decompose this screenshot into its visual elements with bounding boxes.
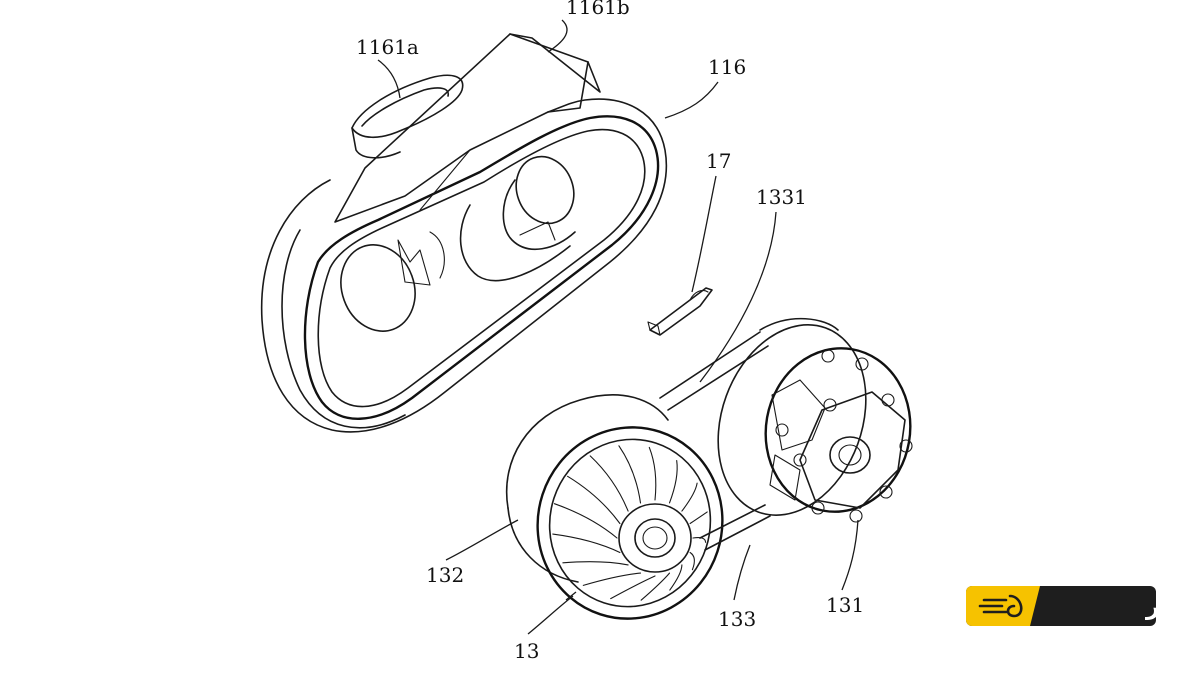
label-116: 116 <box>708 55 746 79</box>
bolt <box>879 485 893 499</box>
leader-lines <box>377 19 859 635</box>
spoke <box>689 511 708 525</box>
label-133: 133 <box>718 607 756 631</box>
spoke <box>681 482 698 512</box>
label-1161a: 1161a <box>356 35 419 59</box>
spoke <box>562 561 629 566</box>
bolt <box>823 398 837 412</box>
pulley-spokes <box>552 445 708 601</box>
spoke <box>669 564 683 591</box>
spoke <box>692 537 707 543</box>
logo-emblem-icon <box>978 594 1023 618</box>
pulley-bolts <box>775 349 913 523</box>
spoke <box>618 445 642 504</box>
spoke <box>689 551 695 571</box>
label-1161b: 1161b <box>566 0 630 19</box>
label-132: 132 <box>426 563 464 587</box>
drive-pulley-131 <box>717 317 913 523</box>
spoke <box>668 460 678 504</box>
spoke <box>553 503 618 539</box>
driven-pulley-132 <box>505 394 724 620</box>
esbakhar-watermark-logo: اسبخار <box>966 586 1156 626</box>
spoke <box>640 572 671 601</box>
spoke <box>582 572 642 586</box>
spoke <box>552 533 621 554</box>
spoke <box>589 455 629 512</box>
spoke <box>648 446 657 501</box>
label-17: 17 <box>706 149 731 173</box>
bolt <box>793 453 807 467</box>
bolt <box>881 393 895 407</box>
spoke <box>567 475 621 525</box>
bolt <box>821 349 835 363</box>
label-1331: 1331 <box>756 185 807 209</box>
label-13: 13 <box>514 639 539 663</box>
logo-text: اسبخار <box>1145 592 1156 620</box>
spoke <box>610 575 656 600</box>
cvt-belt-133 <box>659 331 771 551</box>
bolt <box>855 357 869 371</box>
bolt <box>849 509 863 523</box>
label-131: 131 <box>826 593 864 617</box>
bolt <box>899 439 913 453</box>
bolt <box>811 501 825 515</box>
bolt <box>775 423 789 437</box>
clip-part-17 <box>647 287 713 336</box>
cvt-cover-116 <box>260 33 668 433</box>
